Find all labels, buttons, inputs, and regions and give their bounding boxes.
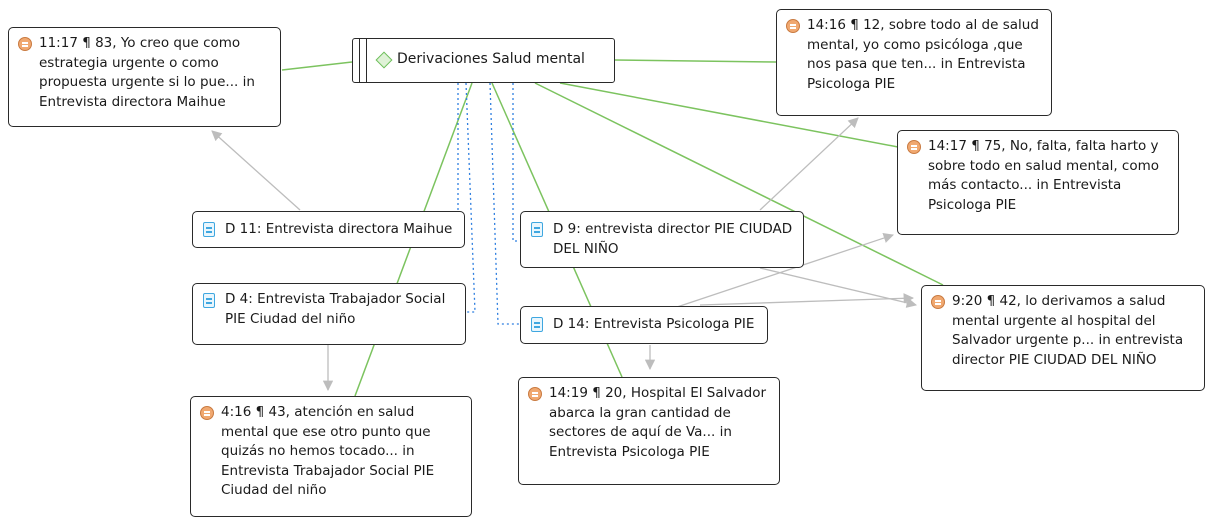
dotted-link-d4 bbox=[465, 82, 476, 313]
quotation-label: 4:16 ¶ 43, atención en salud mental que … bbox=[221, 404, 435, 498]
quotation-label: 9:20 ¶ 42, lo derivamos a salud mental u… bbox=[952, 293, 1184, 368]
quotation-icon bbox=[907, 140, 921, 154]
dotted-link-d14 bbox=[489, 82, 520, 325]
quotation-icon bbox=[18, 37, 32, 51]
document-icon bbox=[531, 222, 543, 237]
doc-arrow-d9-q9-20 bbox=[759, 267, 918, 308]
code-node-label: Derivaciones Salud mental bbox=[397, 51, 585, 67]
code-node-derivaciones[interactable]: Derivaciones Salud mental bbox=[352, 38, 615, 83]
quotation-node-14-19[interactable]: 14:19 ¶ 20, Hospital El Salvador abarca … bbox=[518, 377, 780, 485]
document-label: D 4: Entrevista Trabajador Social PIE Ci… bbox=[225, 291, 446, 327]
quotation-icon bbox=[931, 295, 945, 309]
code-node-bar bbox=[359, 38, 367, 83]
document-label: D 14: Entrevista Psicologa PIE bbox=[553, 316, 755, 332]
quotation-label: 14:17 ¶ 75, No, falta, falta harto y sob… bbox=[928, 138, 1160, 213]
code-link-q11-17 bbox=[281, 61, 353, 71]
document-icon bbox=[203, 222, 215, 237]
document-node-d9[interactable]: D 9: entrevista director PIE CIUDAD DEL … bbox=[520, 211, 804, 268]
quotation-label: 11:17 ¶ 83, Yo creo que como estrategia … bbox=[39, 35, 255, 110]
code-link-q14-16 bbox=[614, 59, 777, 63]
quotation-node-11-17[interactable]: 11:17 ¶ 83, Yo creo que como estrategia … bbox=[8, 27, 281, 127]
dotted-link-d9 bbox=[512, 83, 520, 242]
document-label: D 11: Entrevista directora Maihue bbox=[225, 221, 453, 237]
quotation-icon bbox=[786, 19, 800, 33]
quotation-node-14-17[interactable]: 14:17 ¶ 75, No, falta, falta harto y sob… bbox=[897, 130, 1179, 235]
dotted-link-d11 bbox=[457, 83, 465, 230]
quotation-label: 14:16 ¶ 12, sobre todo al de salud menta… bbox=[807, 17, 1039, 92]
document-icon bbox=[203, 293, 215, 308]
quotation-icon bbox=[528, 387, 542, 401]
quotation-node-4-16[interactable]: 4:16 ¶ 43, atención en salud mental que … bbox=[190, 396, 472, 517]
quotation-node-9-20[interactable]: 9:20 ¶ 42, lo derivamos a salud mental u… bbox=[921, 285, 1205, 391]
document-node-d14[interactable]: D 14: Entrevista Psicologa PIE bbox=[520, 306, 768, 344]
doc-arrow-d9-q14-16 bbox=[759, 117, 859, 211]
doc-arrow-d11-q11 bbox=[211, 130, 301, 211]
document-label: D 9: entrevista director PIE CIUDAD DEL … bbox=[553, 221, 793, 257]
document-icon bbox=[531, 317, 543, 332]
quotation-node-14-16[interactable]: 14:16 ¶ 12, sobre todo al de salud menta… bbox=[776, 9, 1052, 116]
document-node-d4[interactable]: D 4: Entrevista Trabajador Social PIE Ci… bbox=[192, 283, 466, 345]
quotation-label: 14:19 ¶ 20, Hospital El Salvador abarca … bbox=[549, 385, 767, 460]
quotation-icon bbox=[200, 406, 214, 420]
document-node-d11[interactable]: D 11: Entrevista directora Maihue bbox=[192, 211, 465, 248]
doc-arrow-d14-q9-20 bbox=[699, 293, 915, 306]
diamond-icon bbox=[375, 51, 393, 69]
